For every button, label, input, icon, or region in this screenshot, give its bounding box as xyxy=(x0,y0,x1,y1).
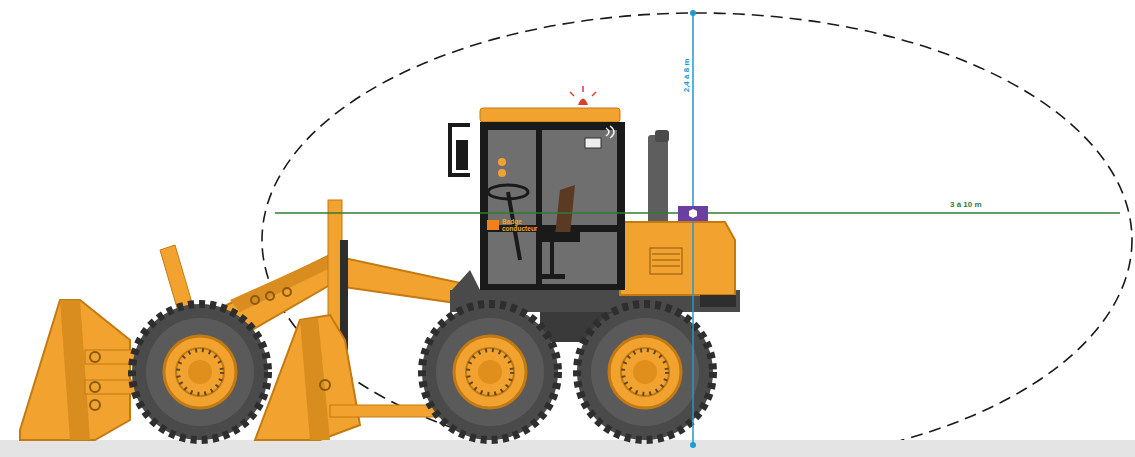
height-dimension-line xyxy=(692,13,694,445)
engine-hood xyxy=(620,130,736,307)
ground xyxy=(0,440,1135,457)
detection-zone xyxy=(262,13,1132,440)
front-wheel xyxy=(132,304,268,440)
height-dimension: 2,4 à 8 m xyxy=(683,58,692,92)
middle-wheel xyxy=(422,304,558,440)
badge-label: Badge conducteur xyxy=(502,218,542,232)
sensor xyxy=(678,206,708,221)
beacon xyxy=(578,99,588,106)
badge-reader xyxy=(487,220,499,230)
cab xyxy=(450,86,625,290)
width-dimension: 3 à 10 m xyxy=(950,201,982,210)
